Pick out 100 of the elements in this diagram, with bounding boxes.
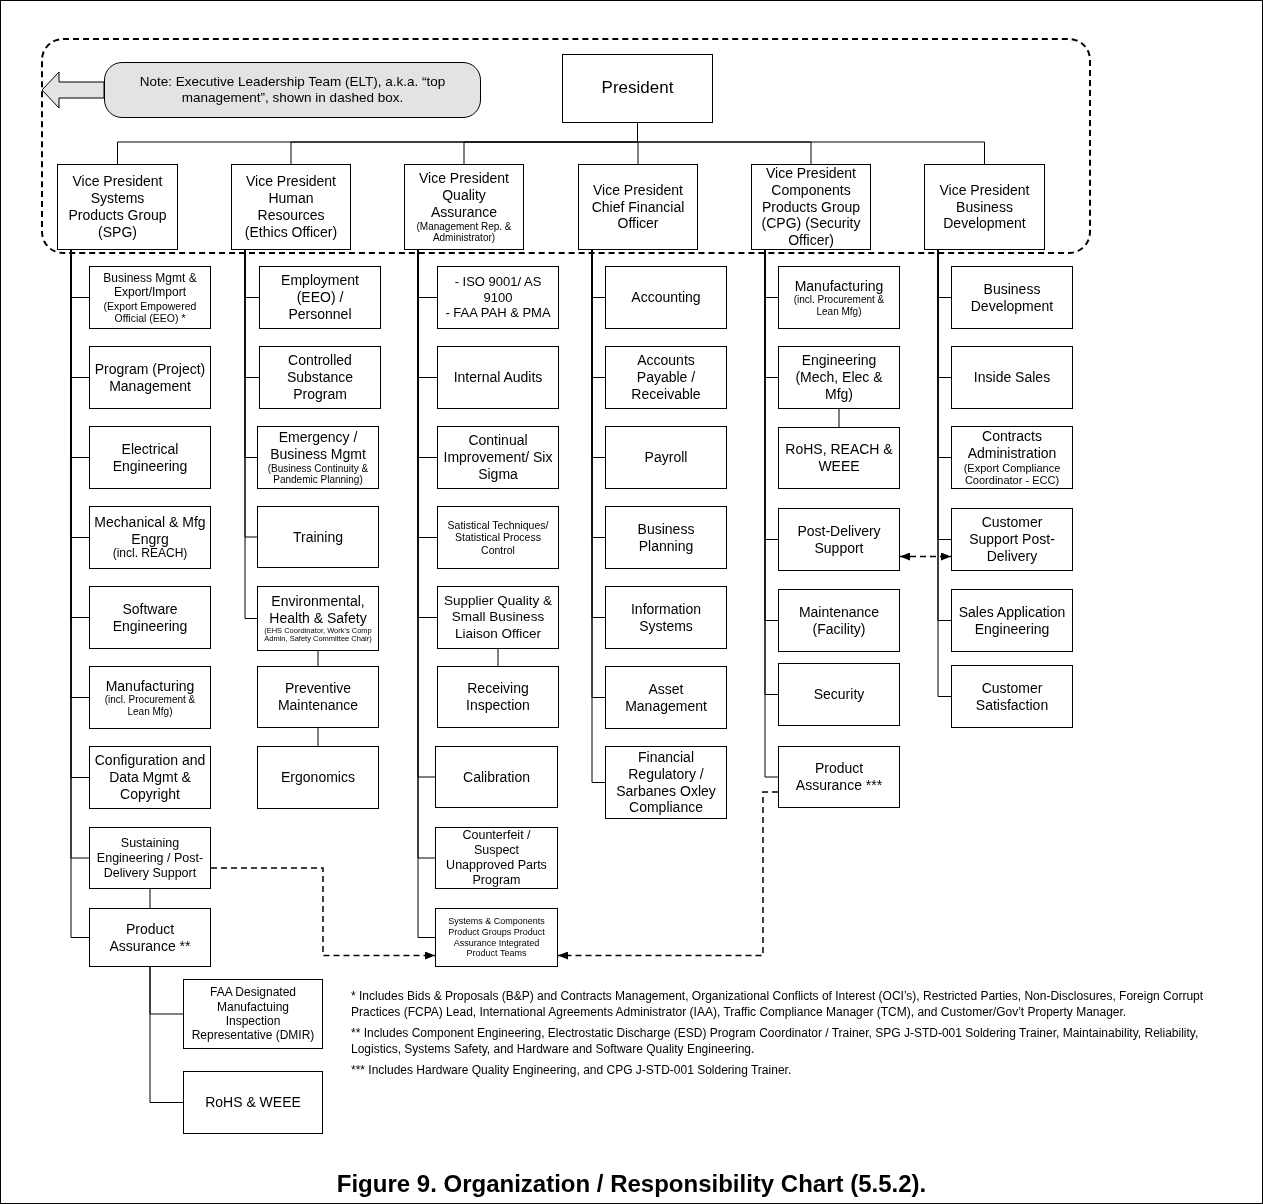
org-box: [257, 586, 379, 651]
org-box: [778, 589, 900, 652]
footnote: * Includes Bids & Proposals (B&P) and Contracts Management, Organizational Conflicts of Interest (OCI’s), Restricted Parties, Non-Disclosures, Foreign Corrupt Practices (FCPA) Lead, International Agreements Administrator (IAA), Traffic Compliance Manager (TCM), and Customer/Gov’t Property Manager.: [351, 989, 1205, 1021]
dashed-arrow: [899, 552, 952, 561]
box-title: Inside Sales: [973, 369, 1051, 386]
figure-caption: Figure 9. Organization / Responsibility Chart (5.5.2).: [336, 1169, 927, 1199]
box-subtitle: (incl. REACH): [112, 547, 188, 562]
org-box: [57, 164, 178, 250]
box-title: FAA Designated Manufactuing Inspection Representative (DMIR): [190, 985, 316, 1043]
box-title: Supplier Quality & Small Business Liaison Officer: [442, 593, 554, 642]
box-title: Accounts Payable / Receivable: [630, 352, 702, 403]
box-title: Counterfeit / Suspect Unapproved Parts Program: [445, 828, 548, 888]
org-box: [778, 746, 900, 808]
box-title: Preventive Maintenance: [276, 680, 360, 714]
org-box: [605, 266, 727, 329]
dashed-group-boundary: [41, 38, 1091, 254]
org-box: [89, 666, 211, 729]
box-title: Configuration and Data Mgmt & Copyright: [94, 752, 206, 803]
box-subtitle: (Export Empowered Official (EEO) *: [102, 299, 198, 324]
org-box: [605, 586, 727, 649]
box-subtitle: (incl. Procurement & Lean Mfg): [792, 294, 886, 318]
footnote: ** Includes Component Engineering, Electrostatic Discharge (ESD) Program Coordinator / Trainer, SPG J-STD-001 Soldering Trainer, Maintainability, Reliability, Logistics, Systems Safety, and Hardware and Software Quality Engineering.: [351, 1026, 1200, 1058]
box-title: Software Engineering: [111, 600, 189, 635]
org-box: [89, 506, 211, 569]
org-box: [605, 666, 727, 729]
box-title: Receiving Inspection: [465, 680, 531, 714]
org-box: [951, 426, 1073, 489]
box-title: Vice President Human Resources (Ethics Officer): [243, 173, 339, 241]
box-subtitle: (Business Continuity & Pandemic Planning): [266, 462, 370, 486]
box-title: Information Systems: [629, 600, 702, 635]
box-title: Vice President Business Development: [938, 181, 1031, 233]
org-box: [183, 979, 323, 1049]
org-box: [257, 506, 379, 568]
org-box: [605, 346, 727, 409]
connector-line: [244, 249, 258, 619]
box-title: Business Development: [969, 280, 1055, 315]
org-box: [259, 266, 381, 329]
org-box: [605, 746, 727, 819]
org-box: [89, 586, 211, 649]
org-box: [183, 1071, 323, 1134]
box-title: Vice President Systems Products Group (SPG): [67, 173, 168, 241]
connector-line: [317, 650, 319, 667]
box-subtitle: - FAA PAH & PMA: [445, 305, 551, 321]
box-title: RoHS, REACH & WEEE: [784, 441, 894, 475]
org-box: [924, 164, 1045, 250]
org-box: [437, 666, 559, 728]
box-title: Product Assurance **: [108, 920, 192, 955]
box-title: Note: Executive Leadership Team (ELT), a.k.a. “top management”, shown in dashed box.: [138, 73, 447, 107]
org-box: [89, 908, 211, 967]
box-title: Mechanical & Mfg Engrg: [94, 513, 206, 548]
org-box: [951, 508, 1073, 571]
org-box: [89, 827, 211, 889]
org-box: [778, 346, 900, 409]
box-title: Vice President Chief Financial Officer: [590, 181, 686, 233]
org-box: [951, 346, 1073, 409]
box-title: Business Mgmt & Export/Import: [102, 271, 198, 300]
org-box: [951, 266, 1073, 329]
org-box: [778, 663, 900, 726]
org-box: [605, 426, 727, 489]
box-title: Vice President Components Products Group (CPG) (Security Officer): [760, 165, 862, 249]
connector-line: [149, 888, 151, 909]
box-title: Manufacturing: [105, 677, 195, 695]
org-box: [951, 589, 1073, 652]
box-title: Asset Management: [624, 680, 708, 715]
box-title: Customer Satisfaction: [974, 679, 1050, 714]
footnote: *** Includes Hardware Quality Engineering, and CPG J-STD-001 Soldering Trainer.: [351, 1063, 793, 1079]
note-callout: [104, 62, 481, 118]
org-box: [605, 506, 727, 569]
connector-line: [149, 966, 184, 1103]
box-title: Payroll: [644, 449, 688, 466]
box-title: Security: [813, 686, 865, 703]
org-box: [89, 746, 211, 809]
org-box: [435, 746, 558, 808]
org-box: [89, 426, 211, 489]
box-title: Financial Regulatory / Sarbanes Oxley Compliance: [615, 748, 717, 817]
org-box: [751, 164, 871, 250]
box-title: Calibration: [463, 768, 530, 786]
org-box: [89, 346, 211, 409]
box-title: Training: [292, 528, 344, 546]
box-subtitle: (Management Rep. & Administrator): [415, 220, 513, 244]
connector-line: [838, 408, 840, 428]
box-title: Program (Project) Management: [94, 360, 206, 395]
box-title: - ISO 9001/ AS 9100: [453, 274, 543, 306]
connector-line: [317, 727, 319, 747]
dashed-arrow: [210, 867, 436, 960]
box-title: Accounting: [631, 289, 701, 306]
org-box: [578, 164, 698, 250]
box-title: Electrical Engineering: [111, 440, 189, 475]
box-title: Systems & Components Product Groups Product Assurance Integrated Product Teams: [447, 915, 546, 960]
box-title: President: [601, 78, 674, 99]
org-box: [437, 586, 559, 649]
org-box: [435, 827, 558, 889]
org-box: [562, 54, 713, 123]
org-box: [778, 266, 900, 329]
box-title: Environmental, Health & Safety: [268, 593, 368, 627]
box-subtitle: (incl. Procurement & Lean Mfg): [103, 694, 197, 718]
box-title: RoHS & WEEE: [205, 1094, 301, 1111]
org-box: [778, 427, 900, 489]
org-box: [89, 266, 211, 329]
box-title: Customer Support Post-Delivery: [968, 514, 1056, 565]
